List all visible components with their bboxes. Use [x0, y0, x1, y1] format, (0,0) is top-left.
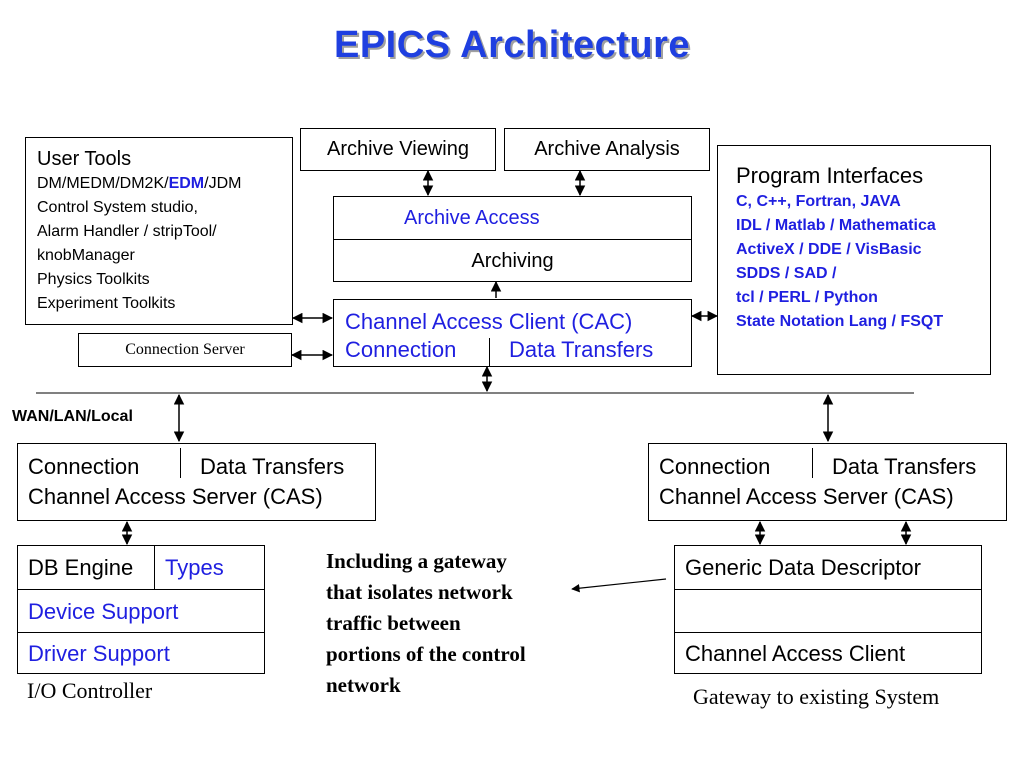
gateway-note-line5: network — [326, 673, 401, 697]
gateway-note-line3: traffic between — [326, 611, 461, 635]
device-support-label: Device Support — [28, 599, 179, 624]
gateway-note-line4: portions of the control — [326, 642, 526, 666]
program-interfaces-line1: C, C++, Fortran, JAVA — [736, 193, 901, 210]
user-tools-line1-pre: DM/MEDM/DM2K/ — [37, 175, 169, 192]
archive-analysis-box: Archive Analysis — [504, 128, 710, 171]
archive-stack: Archive Access Archiving — [333, 196, 692, 282]
cac-box: Channel Access Client (CAC) Connection D… — [333, 299, 692, 367]
cas-left-subrow: Connection Data Transfers — [28, 452, 375, 482]
types-label: Types — [165, 555, 224, 580]
cac-divider — [489, 338, 490, 367]
ioc-row-device: Device Support — [18, 590, 264, 633]
cac-connection-label: Connection — [345, 337, 457, 362]
program-interfaces-line6: State Notation Lang / FSQT — [736, 313, 944, 330]
program-interfaces-line4: SDDS / SAD / — [736, 265, 837, 282]
page-title: EPICS Architecture — [333, 24, 691, 66]
program-interfaces-line3: ActiveX / DDE / VisBasic — [736, 241, 922, 258]
program-interfaces-box: Program Interfaces C, C++, Fortran, JAVA… — [717, 145, 991, 375]
gateway-note-line2: that isolates network — [326, 580, 513, 604]
network-label: WAN/LAN/Local — [12, 408, 133, 425]
user-tools-line6: Experiment Toolkits — [37, 295, 176, 312]
archive-access-row: Archive Access — [334, 197, 691, 240]
gateway-row-empty — [675, 590, 981, 633]
edm-label: EDM — [168, 175, 205, 192]
user-tools-line1-post: /JDM — [204, 175, 242, 192]
cas-right-data-transfers-label: Data Transfers — [832, 454, 977, 479]
archive-access-label: Archive Access — [404, 207, 540, 229]
archive-viewing-box: Archive Viewing — [300, 128, 496, 171]
gateway-row-generic: Generic Data Descriptor — [675, 546, 981, 590]
archive-viewing-label: Archive Viewing — [327, 138, 469, 160]
cac-subrow: Connection Data Transfers — [345, 336, 691, 364]
cas-right-name: Channel Access Server (CAS) — [659, 484, 954, 509]
gateway-note: Including a gateway that isolates networ… — [326, 546, 526, 701]
cas-left-divider — [180, 448, 181, 478]
cac-data-transfers-label: Data Transfers — [509, 337, 654, 362]
user-tools-line4: knobManager — [37, 247, 135, 264]
gateway-caption: Gateway to existing System — [693, 684, 940, 709]
user-tools-box: User Tools DM/MEDM/DM2K/EDM/JDM Control … — [25, 137, 293, 325]
ioc-row-divider — [154, 546, 155, 590]
gateway-box: Generic Data Descriptor Channel Access C… — [674, 545, 982, 674]
cas-left-connection-label: Connection — [28, 454, 140, 479]
cas-left-name: Channel Access Server (CAS) — [28, 484, 323, 509]
program-interfaces-heading: Program Interfaces — [736, 163, 924, 188]
program-interfaces-line5: tcl / PERL / Python — [736, 289, 878, 306]
driver-support-label: Driver Support — [28, 641, 170, 666]
cas-left-box: Connection Data Transfers Channel Access… — [17, 443, 376, 521]
cas-right-connection-label: Connection — [659, 454, 771, 479]
user-tools-line2: Control System studio, — [37, 199, 198, 216]
gateway-note-line1: Including a gateway — [326, 549, 507, 573]
user-tools-heading: User Tools — [37, 148, 132, 170]
arrow-note-pointer — [571, 578, 667, 593]
ioc-row-db: DB Engine Types — [18, 546, 264, 590]
cas-right-subrow: Connection Data Transfers — [659, 452, 1006, 482]
cas-right-box: Connection Data Transfers Channel Access… — [648, 443, 1007, 521]
user-tools-line5: Physics Toolkits — [37, 271, 150, 288]
archiving-row: Archiving — [334, 240, 691, 282]
gateway-row-cac: Channel Access Client — [675, 633, 981, 674]
connection-server-box: Connection Server — [78, 333, 292, 367]
db-engine-label: DB Engine — [28, 555, 134, 580]
cas-right-divider — [812, 448, 813, 478]
user-tools-line3: Alarm Handler / stripTool/ — [37, 223, 217, 240]
cas-left-data-transfers-label: Data Transfers — [200, 454, 345, 479]
ioc-box: DB Engine Types Device Support Driver Su… — [17, 545, 265, 674]
gateway-cac-label: Channel Access Client — [685, 641, 906, 666]
ioc-row-driver: Driver Support — [18, 633, 264, 674]
ioc-caption: I/O Controller — [27, 678, 153, 703]
connection-server-label: Connection Server — [125, 341, 245, 358]
cac-title: Channel Access Client (CAC) — [345, 309, 633, 334]
generic-data-descriptor-label: Generic Data Descriptor — [685, 555, 921, 580]
program-interfaces-line2: IDL / Matlab / Mathematica — [736, 217, 936, 234]
user-tools-line1: DM/MEDM/DM2K/EDM/JDM — [37, 172, 292, 196]
archive-analysis-label: Archive Analysis — [534, 138, 680, 160]
archiving-label: Archiving — [471, 250, 554, 272]
